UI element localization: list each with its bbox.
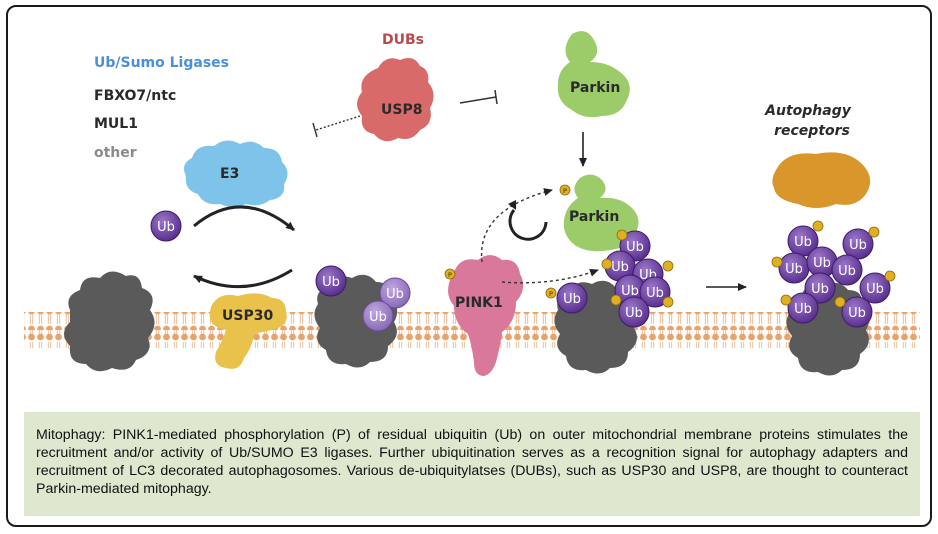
- deubiquitination-arrow: [193, 268, 293, 289]
- free-ub: Ub: [150, 210, 182, 242]
- ub-chain-protein-3: Ub P Ub Ub Ub Ub Ub Ub: [545, 229, 674, 328]
- ub-on-protein-2: Ub Ub Ub: [315, 265, 411, 332]
- pink1-to-parkin-arrow: [480, 188, 553, 263]
- usp30-label: USP30: [222, 308, 273, 324]
- pink1-to-ub-arrow: [501, 268, 599, 284]
- usp8-label: USP8: [381, 102, 422, 118]
- ub-p3-7: Ub: [625, 306, 643, 321]
- usp8-inhibits-parkin: [459, 89, 498, 105]
- ub-label-p2a: Ub: [322, 275, 340, 290]
- ub-p4-5: Ub: [794, 302, 812, 317]
- figure-caption: Mitophagy: PINK1-mediated phosphorylatio…: [36, 427, 908, 497]
- ub-p4-6: Ub: [849, 238, 867, 253]
- phospho-parkin: P: [563, 187, 567, 195]
- ub-p3-6: Ub: [646, 286, 664, 301]
- autophagy-receptors-label-1: Autophagy: [764, 103, 852, 119]
- e3-ligase: E3: [184, 140, 288, 207]
- ubiquitination-arrow: [193, 205, 295, 232]
- legend-item-fbxo7: FBXO7/ntc: [94, 88, 176, 104]
- ub-p4-2: Ub: [785, 262, 803, 277]
- parkin-inactive: Parkin: [557, 31, 630, 118]
- ub-p3-3: Ub: [611, 260, 629, 275]
- pink1-label: PINK1: [455, 295, 503, 311]
- legend-item-mul1: MUL1: [94, 116, 138, 132]
- legend-title: Ub/Sumo Ligases: [94, 55, 229, 71]
- ub-p4-8: Ub: [866, 282, 884, 297]
- ub-chain-protein-4: Ub Ub Ub Ub Ub Ub Ub Ub Ub: [771, 220, 896, 328]
- ub-p3-2: Ub: [626, 240, 644, 255]
- free-ub-label: Ub: [157, 220, 175, 235]
- membrane-protein-2: [314, 274, 398, 368]
- usp8-inhibits-ligases: [312, 115, 361, 138]
- pink1-protein: PINK1 P: [444, 255, 524, 376]
- dubs-label: DUBs: [382, 32, 424, 48]
- parkin-label-active: Parkin: [569, 209, 619, 225]
- legend-item-other: other: [94, 145, 137, 161]
- usp30-protein: USP30: [209, 293, 287, 369]
- ub-label-p2b: Ub: [386, 287, 404, 302]
- membrane-protein-1: [64, 271, 155, 372]
- autophagy-receptors-label-2: receptors: [774, 123, 850, 139]
- ub-p4-7: Ub: [838, 264, 856, 279]
- phospho-pink1: P: [448, 271, 452, 279]
- phospho-p3-1: P: [549, 290, 553, 298]
- ub-p4-9: Ub: [848, 306, 866, 321]
- ub-p3-1: Ub: [563, 292, 581, 307]
- ub-p4-1: Ub: [794, 235, 812, 250]
- usp8-protein: USP8: [357, 58, 434, 142]
- parkin-label-top: Parkin: [570, 80, 620, 96]
- e3-label: E3: [220, 166, 239, 182]
- autophagy-receptor-protein: [772, 152, 871, 208]
- activation-cycle-icon: [508, 200, 548, 241]
- ub-p4-4: Ub: [811, 282, 829, 297]
- caption-box: Mitophagy: PINK1-mediated phosphorylatio…: [24, 412, 920, 516]
- ub-p4-3: Ub: [813, 256, 831, 271]
- ub-p3-5: Ub: [621, 284, 639, 299]
- ub-label-p2c: Ub: [369, 310, 387, 325]
